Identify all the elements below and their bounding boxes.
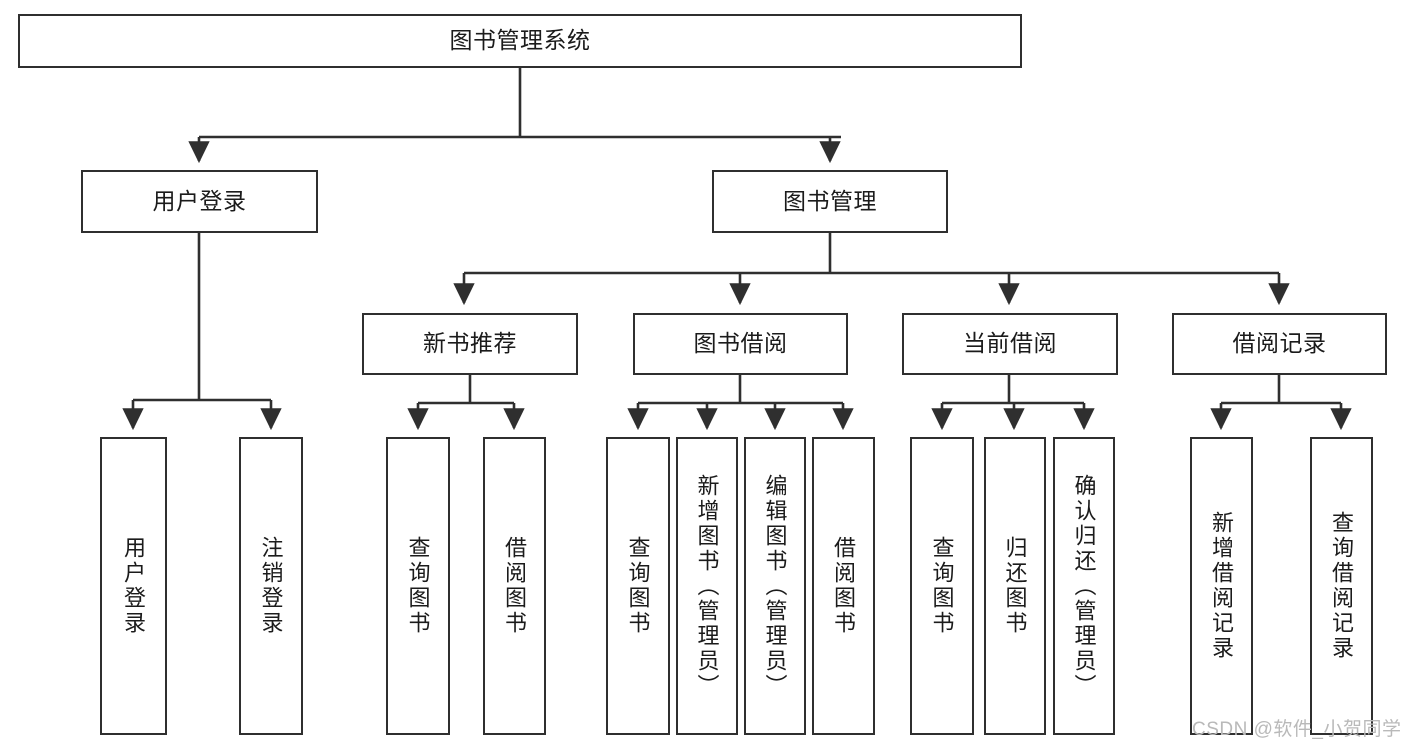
leaf-user-login[interactable]: 用户登录 [100,437,167,735]
node-new-book-rec-label: 新书推荐 [423,330,517,357]
node-borrow-record[interactable]: 借阅记录 [1172,313,1387,375]
leaf-add-book-label: 新增图书（管理员） [694,473,720,699]
leaf-query-book-2[interactable]: 查询图书 [606,437,670,735]
node-current-borrow[interactable]: 当前借阅 [902,313,1118,375]
csdn-watermark: CSDN @软件_小贺同学 [1192,719,1402,740]
node-new-book-rec[interactable]: 新书推荐 [362,313,578,375]
leaf-logout-label: 注销登录 [258,536,284,636]
leaf-query-book-3-label: 查询图书 [929,536,955,636]
leaf-borrow-book-2[interactable]: 借阅图书 [812,437,875,735]
node-book-borrow-label: 图书借阅 [693,330,788,357]
leaf-query-book-3[interactable]: 查询图书 [910,437,974,735]
node-root-label: 图书管理系统 [449,27,591,54]
leaf-edit-book-label: 编辑图书（管理员） [762,473,788,699]
leaf-confirm-return[interactable]: 确认归还（管理员） [1053,437,1115,735]
node-book-manage-label: 图书管理 [783,187,877,214]
node-user-login[interactable]: 用户登录 [81,170,318,233]
leaf-edit-book[interactable]: 编辑图书（管理员） [744,437,806,735]
node-root[interactable]: 图书管理系统 [18,14,1022,68]
leaf-borrow-book-2-label: 借阅图书 [831,536,857,636]
leaf-return-book[interactable]: 归还图书 [984,437,1046,735]
leaf-return-book-label: 归还图书 [1002,536,1028,636]
leaf-query-record-label: 查询借阅记录 [1329,511,1355,661]
node-user-login-label: 用户登录 [152,187,247,214]
leaf-add-record[interactable]: 新增借阅记录 [1190,437,1253,735]
leaf-query-book-2-label: 查询图书 [625,536,651,636]
leaf-logout[interactable]: 注销登录 [239,437,303,735]
leaf-query-record[interactable]: 查询借阅记录 [1310,437,1373,735]
leaf-query-book-1[interactable]: 查询图书 [386,437,450,735]
leaf-borrow-book-1-label: 借阅图书 [502,536,528,636]
leaf-add-record-label: 新增借阅记录 [1209,511,1235,661]
node-current-borrow-label: 当前借阅 [963,330,1057,357]
leaf-add-book[interactable]: 新增图书（管理员） [676,437,738,735]
leaf-confirm-return-label: 确认归还（管理员） [1071,473,1097,699]
leaf-query-book-1-label: 查询图书 [405,536,431,636]
node-book-manage[interactable]: 图书管理 [712,170,948,233]
leaf-borrow-book-1[interactable]: 借阅图书 [483,437,546,735]
node-borrow-record-label: 借阅记录 [1232,330,1327,357]
leaf-user-login-label: 用户登录 [121,536,147,636]
node-book-borrow[interactable]: 图书借阅 [633,313,848,375]
